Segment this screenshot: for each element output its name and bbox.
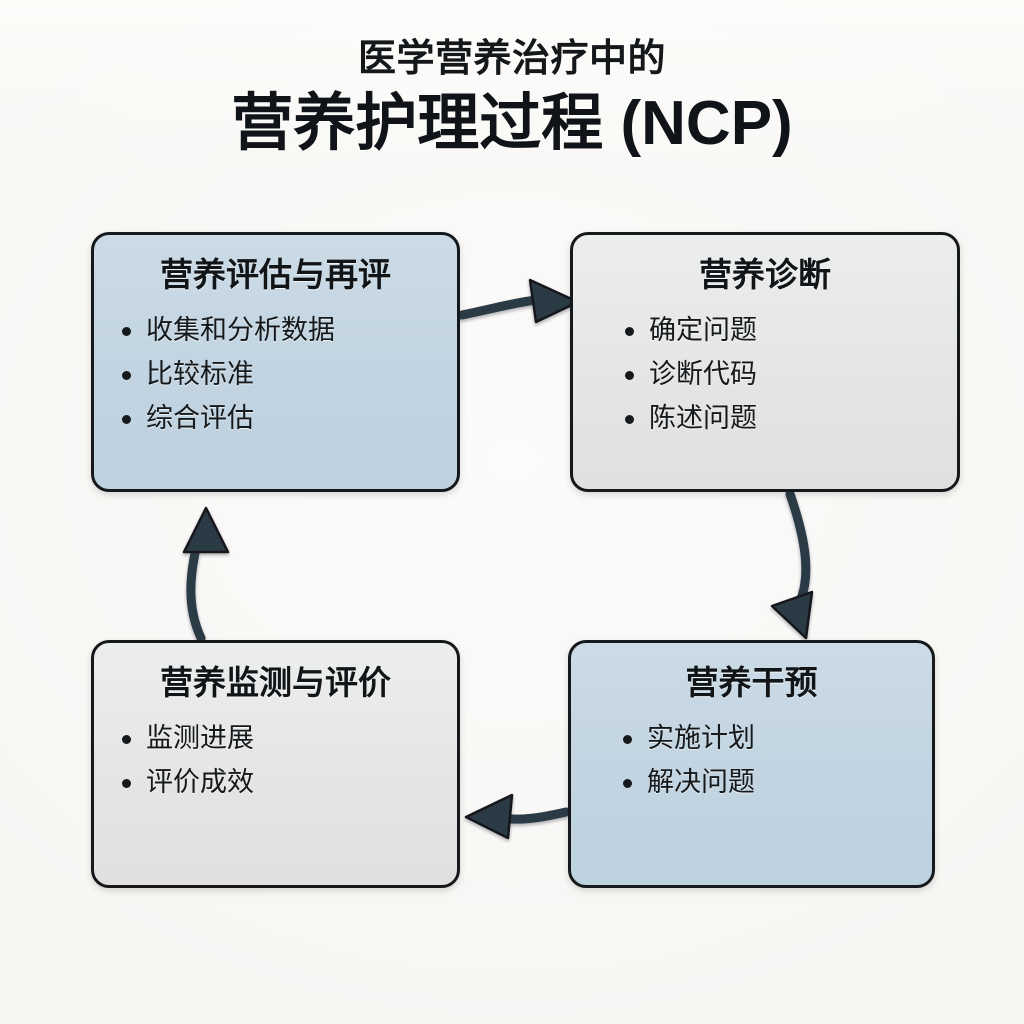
bullet-icon xyxy=(122,327,131,337)
node-monitoring[interactable]: 营养监测与评价 监测进展 评价成效 xyxy=(91,640,460,888)
list-item-label: 陈述问题 xyxy=(649,402,757,433)
list-item-label: 综合评估 xyxy=(146,402,254,433)
bullet-icon xyxy=(122,778,131,788)
title-block: 医学营养治疗中的 营养护理过程 (NCP) xyxy=(0,38,1024,159)
diagram-subtitle: 医学营养治疗中的 xyxy=(357,38,666,80)
list-item: 解决问题 xyxy=(623,761,914,805)
arrow-assessment-to-diagnosis xyxy=(457,278,580,324)
list-item-label: 诊断代码 xyxy=(649,359,757,390)
arrow-intervention-to-monitoring xyxy=(464,793,571,840)
bullet-icon xyxy=(122,735,131,745)
node-intervention-list: 实施计划 解决问题 xyxy=(589,717,914,804)
list-item-label: 收集和分析数据 xyxy=(146,315,335,346)
node-intervention-title: 营养干预 xyxy=(685,664,818,701)
arrow-diagnosis-to-intervention xyxy=(770,489,814,640)
bullet-icon xyxy=(623,778,632,788)
node-monitoring-title: 营养监测与评价 xyxy=(160,664,391,701)
list-item-label: 比较标准 xyxy=(146,359,254,390)
list-item-label: 解决问题 xyxy=(647,767,755,798)
list-item: 陈述问题 xyxy=(625,397,939,441)
list-item-label: 评价成效 xyxy=(146,767,254,798)
bullet-icon xyxy=(122,370,131,380)
list-item-label: 监测进展 xyxy=(146,723,254,754)
bullet-icon xyxy=(625,414,634,424)
node-assessment[interactable]: 营养评估与再评 收集和分析数据 比较标准 综合评估 xyxy=(91,232,460,492)
list-item: 实施计划 xyxy=(623,717,914,761)
node-assessment-title: 营养评估与再评 xyxy=(160,256,391,293)
node-diagnosis[interactable]: 营养诊断 确定问题 诊断代码 陈述问题 xyxy=(570,232,960,492)
list-item: 比较标准 xyxy=(122,353,439,397)
node-diagnosis-title: 营养诊断 xyxy=(699,256,831,293)
list-item: 诊断代码 xyxy=(625,353,939,397)
bullet-icon xyxy=(623,735,632,745)
bullet-icon xyxy=(625,327,634,337)
list-item: 收集和分析数据 xyxy=(122,309,439,353)
list-item-label: 实施计划 xyxy=(647,723,755,754)
list-item-label: 确定问题 xyxy=(649,315,757,346)
list-item: 综合评估 xyxy=(122,397,439,441)
list-item: 监测进展 xyxy=(122,717,439,761)
diagram-title: 营养护理过程 (NCP) xyxy=(231,88,793,158)
node-monitoring-list: 监测进展 评价成效 xyxy=(112,717,439,804)
bullet-icon xyxy=(122,414,131,424)
list-item: 评价成效 xyxy=(122,761,439,805)
arrow-monitoring-to-assessment xyxy=(182,506,230,643)
node-diagnosis-list: 确定问题 诊断代码 陈述问题 xyxy=(591,309,939,440)
bullet-icon xyxy=(625,370,634,380)
node-intervention[interactable]: 营养干预 实施计划 解决问题 xyxy=(568,640,935,888)
node-assessment-list: 收集和分析数据 比较标准 综合评估 xyxy=(112,309,439,440)
list-item: 确定问题 xyxy=(625,309,939,353)
